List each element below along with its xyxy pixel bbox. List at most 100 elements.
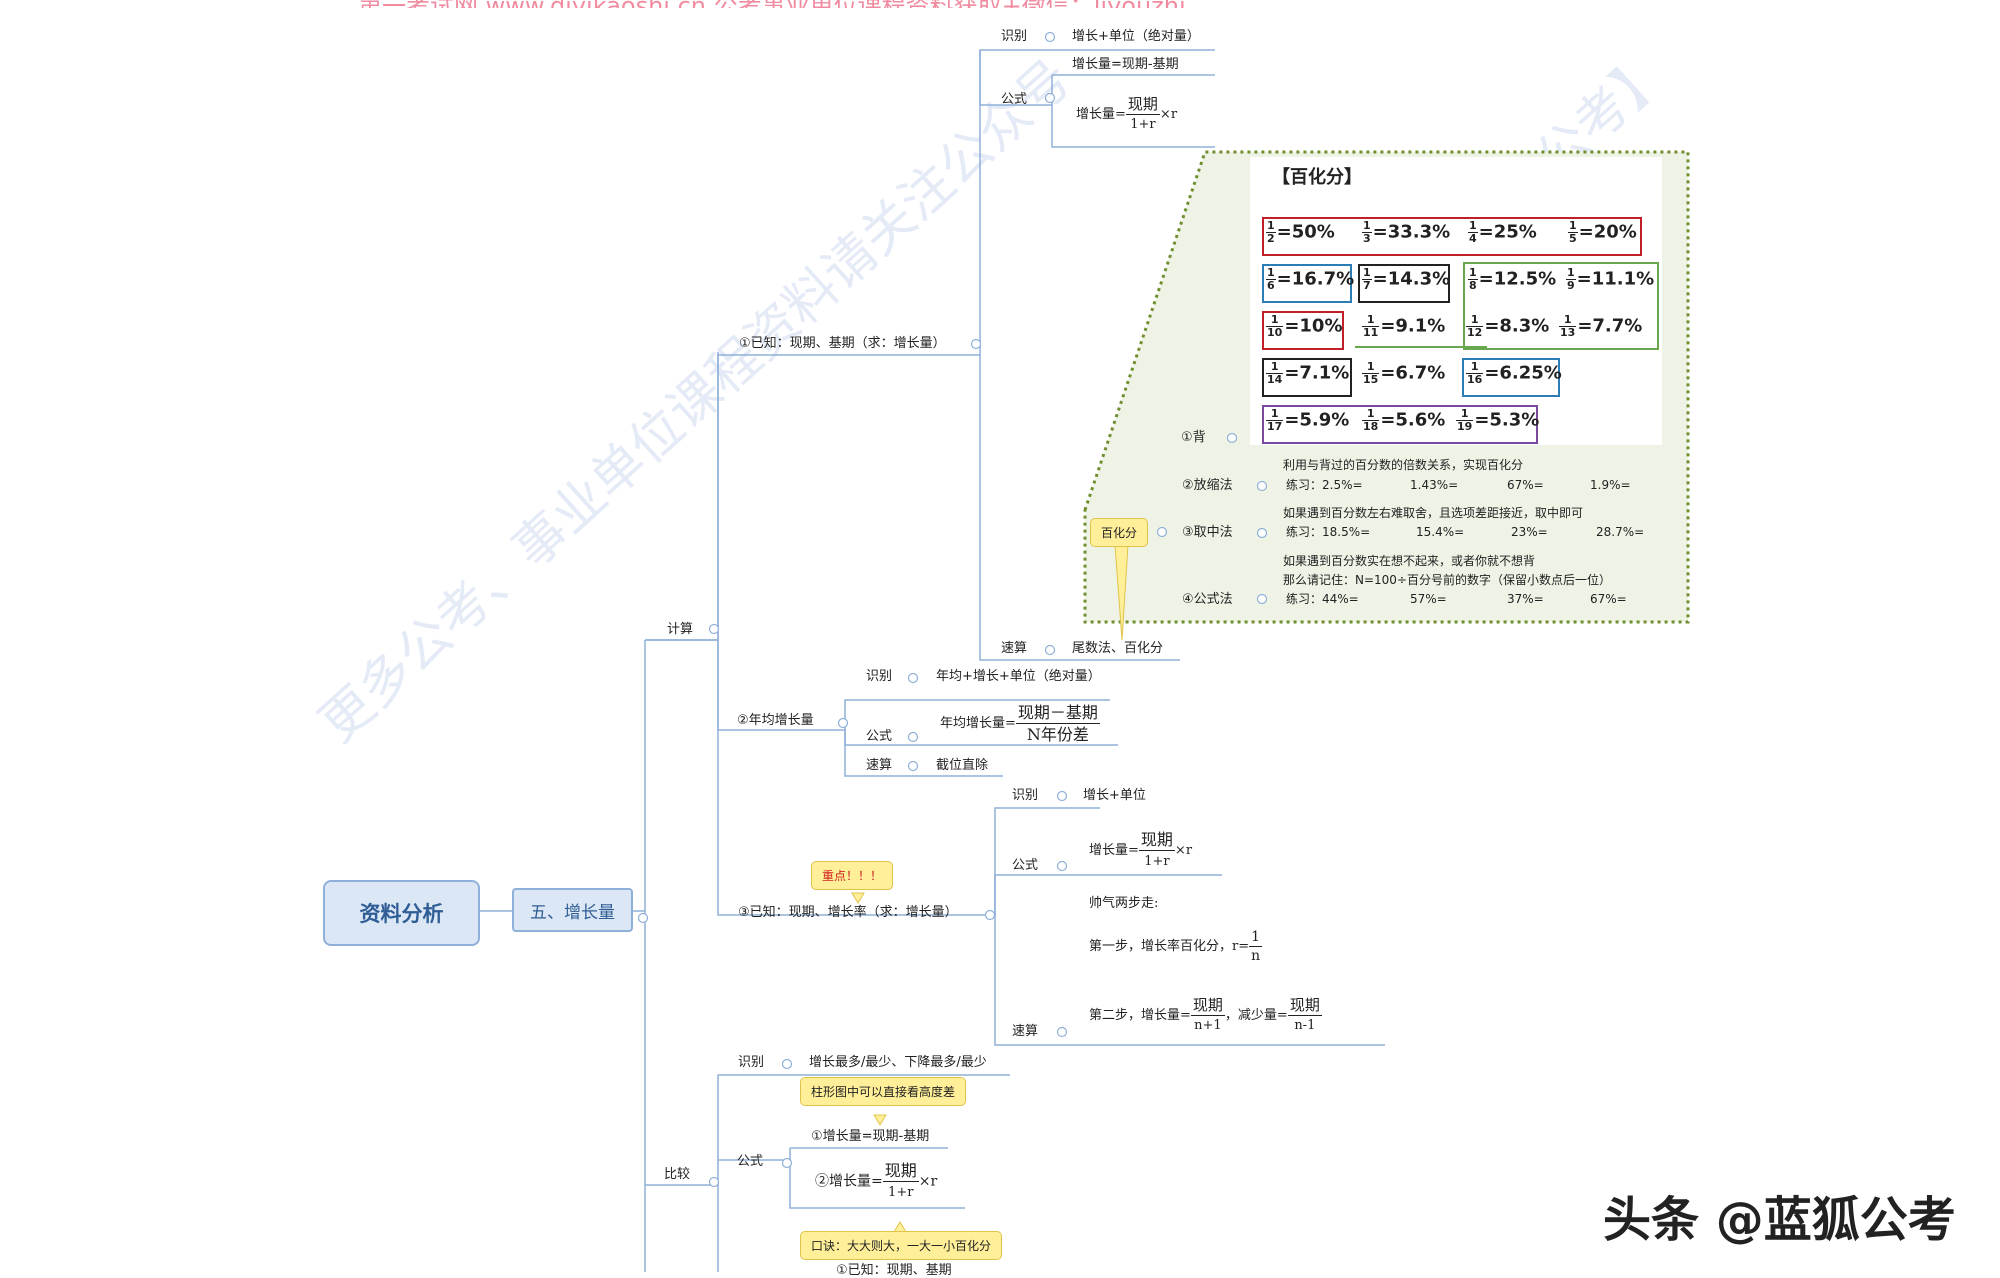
middle-practice-4: 28.7%= bbox=[1596, 525, 1645, 539]
fraction-denominator: 3 bbox=[1363, 232, 1371, 245]
fraction-value: =5.6% bbox=[1380, 409, 1446, 431]
known1-formula-2-num: 现期 bbox=[1125, 95, 1160, 115]
middle-desc: 如果遇到百分数左右难取舍，且选项差距接近，取中即可 bbox=[1283, 506, 1584, 520]
percent-box-16 bbox=[1462, 358, 1560, 397]
percent-box-14 bbox=[1262, 358, 1352, 397]
callout-bar-chart-tip: 柱形图中可以直接看高度差 bbox=[800, 1077, 967, 1106]
known3-step1-den: n bbox=[1251, 948, 1261, 964]
fraction-numerator: 1 bbox=[1559, 314, 1577, 327]
fraction-value: =25% bbox=[1478, 221, 1537, 243]
node-avg-identify[interactable]: 识别 bbox=[866, 669, 893, 684]
fraction-value: =5.3% bbox=[1474, 409, 1540, 431]
known3-step1-num: 1 bbox=[1249, 928, 1263, 947]
known3-step1-text: 第一步，增长率百化分，r= bbox=[1089, 939, 1250, 954]
fraction-denominator: 13 bbox=[1560, 326, 1576, 339]
avg-formula-num: 现期－基期 bbox=[1015, 703, 1100, 724]
fraction-numerator: 1 bbox=[1468, 219, 1478, 233]
node-known1-identify[interactable]: 识别 bbox=[1001, 29, 1028, 44]
known3-steps-title: 帅气两步走: bbox=[1089, 896, 1159, 911]
node-known3-identify[interactable]: 识别 bbox=[1012, 788, 1039, 803]
fraction-value: =6.7% bbox=[1380, 362, 1446, 384]
known1-quick-text: 尾数法、百化分 bbox=[1072, 641, 1164, 656]
node-compare-identify[interactable]: 识别 bbox=[738, 1055, 765, 1070]
known3-step2-b-num: 现期 bbox=[1287, 996, 1322, 1016]
node-avg-quick[interactable]: 速算 bbox=[866, 758, 893, 773]
fraction-denominator: 17 bbox=[1267, 420, 1283, 433]
node-known3[interactable]: ③已知：现期、增长率（求：增长量） bbox=[738, 905, 958, 920]
node-known3-quick[interactable]: 速算 bbox=[1012, 1024, 1039, 1039]
scale-practice-4: 1.9%= bbox=[1590, 478, 1631, 492]
known3-step2-a-num: 现期 bbox=[1190, 996, 1225, 1016]
formula-desc-1: 如果遇到百分数实在想不起来，或者你就不想背 bbox=[1283, 554, 1536, 568]
fraction-numerator: 1 bbox=[1466, 361, 1484, 374]
percent-box-row5 bbox=[1262, 405, 1538, 444]
fraction-value: =6.25% bbox=[1484, 362, 1562, 384]
fraction-numerator: 1 bbox=[1456, 408, 1474, 421]
compare-known: ①已知：现期、基期 bbox=[836, 1263, 952, 1278]
node-known1[interactable]: ①已知：现期、基期（求：增长量） bbox=[739, 336, 946, 351]
node-known3-formula[interactable]: 公式 bbox=[1012, 858, 1039, 873]
percent-box-10 bbox=[1262, 311, 1344, 350]
scale-practice-3: 67%= bbox=[1507, 478, 1544, 492]
known3-step2-sep: ，减少量= bbox=[1224, 1008, 1288, 1023]
node-known1-quick[interactable]: 速算 bbox=[1001, 641, 1028, 656]
node-scale-method[interactable]: ②放缩法 bbox=[1182, 478, 1233, 493]
known3-step2-b-den: n-1 bbox=[1294, 1018, 1316, 1033]
known3-formula-num: 现期 bbox=[1138, 830, 1175, 851]
node-known1-formula[interactable]: 公式 bbox=[1001, 92, 1028, 107]
compare-formula-2-den: 1+r bbox=[888, 1185, 914, 1200]
level1-node-growth-amount[interactable]: 五、增长量 bbox=[512, 888, 633, 932]
known3-identify-text: 增长+单位 bbox=[1083, 788, 1146, 803]
node-avg-formula[interactable]: 公式 bbox=[866, 729, 893, 744]
node-memorize[interactable]: ①背 bbox=[1181, 430, 1206, 445]
avg-identify-text: 年均+增长+单位（绝对量） bbox=[936, 669, 1101, 684]
fraction-denominator: 16 bbox=[1467, 373, 1483, 386]
known1-formula-2-right: ×r bbox=[1159, 107, 1178, 122]
callout-important: 重点！！！ bbox=[811, 861, 894, 890]
avg-quick-text: 截位直除 bbox=[936, 758, 989, 773]
node-calc[interactable]: 计算 bbox=[667, 622, 694, 637]
fraction-value: =11.1% bbox=[1576, 268, 1655, 290]
fraction-numerator: 1 bbox=[1466, 314, 1484, 327]
node-middle-method[interactable]: ③取中法 bbox=[1182, 525, 1233, 540]
fraction-numerator: 1 bbox=[1362, 314, 1380, 327]
node-compare-formula[interactable]: 公式 bbox=[737, 1154, 764, 1169]
fraction-numerator: 1 bbox=[1266, 219, 1276, 233]
fraction-denominator: 9 bbox=[1567, 279, 1575, 292]
fraction-denominator: 4 bbox=[1469, 232, 1477, 245]
node-percent[interactable]: 百化分 bbox=[1090, 518, 1149, 547]
fraction-denominator: 6 bbox=[1267, 279, 1275, 292]
root-node[interactable]: 资料分析 bbox=[323, 880, 480, 946]
scale-practice-1: 练习：2.5%= bbox=[1286, 478, 1363, 492]
fraction-denominator: 19 bbox=[1457, 420, 1473, 433]
middle-practice-3: 23%= bbox=[1511, 525, 1548, 539]
known1-identify-text: 增长+单位（绝对量） bbox=[1072, 29, 1200, 44]
node-compare[interactable]: 比较 bbox=[664, 1167, 691, 1182]
known3-formula-left: 增长量= bbox=[1089, 843, 1139, 858]
fraction-numerator: 1 bbox=[1266, 361, 1284, 374]
node-avg-growth[interactable]: ②年均增长量 bbox=[737, 713, 814, 728]
node-formula-method[interactable]: ④公式法 bbox=[1182, 592, 1233, 607]
